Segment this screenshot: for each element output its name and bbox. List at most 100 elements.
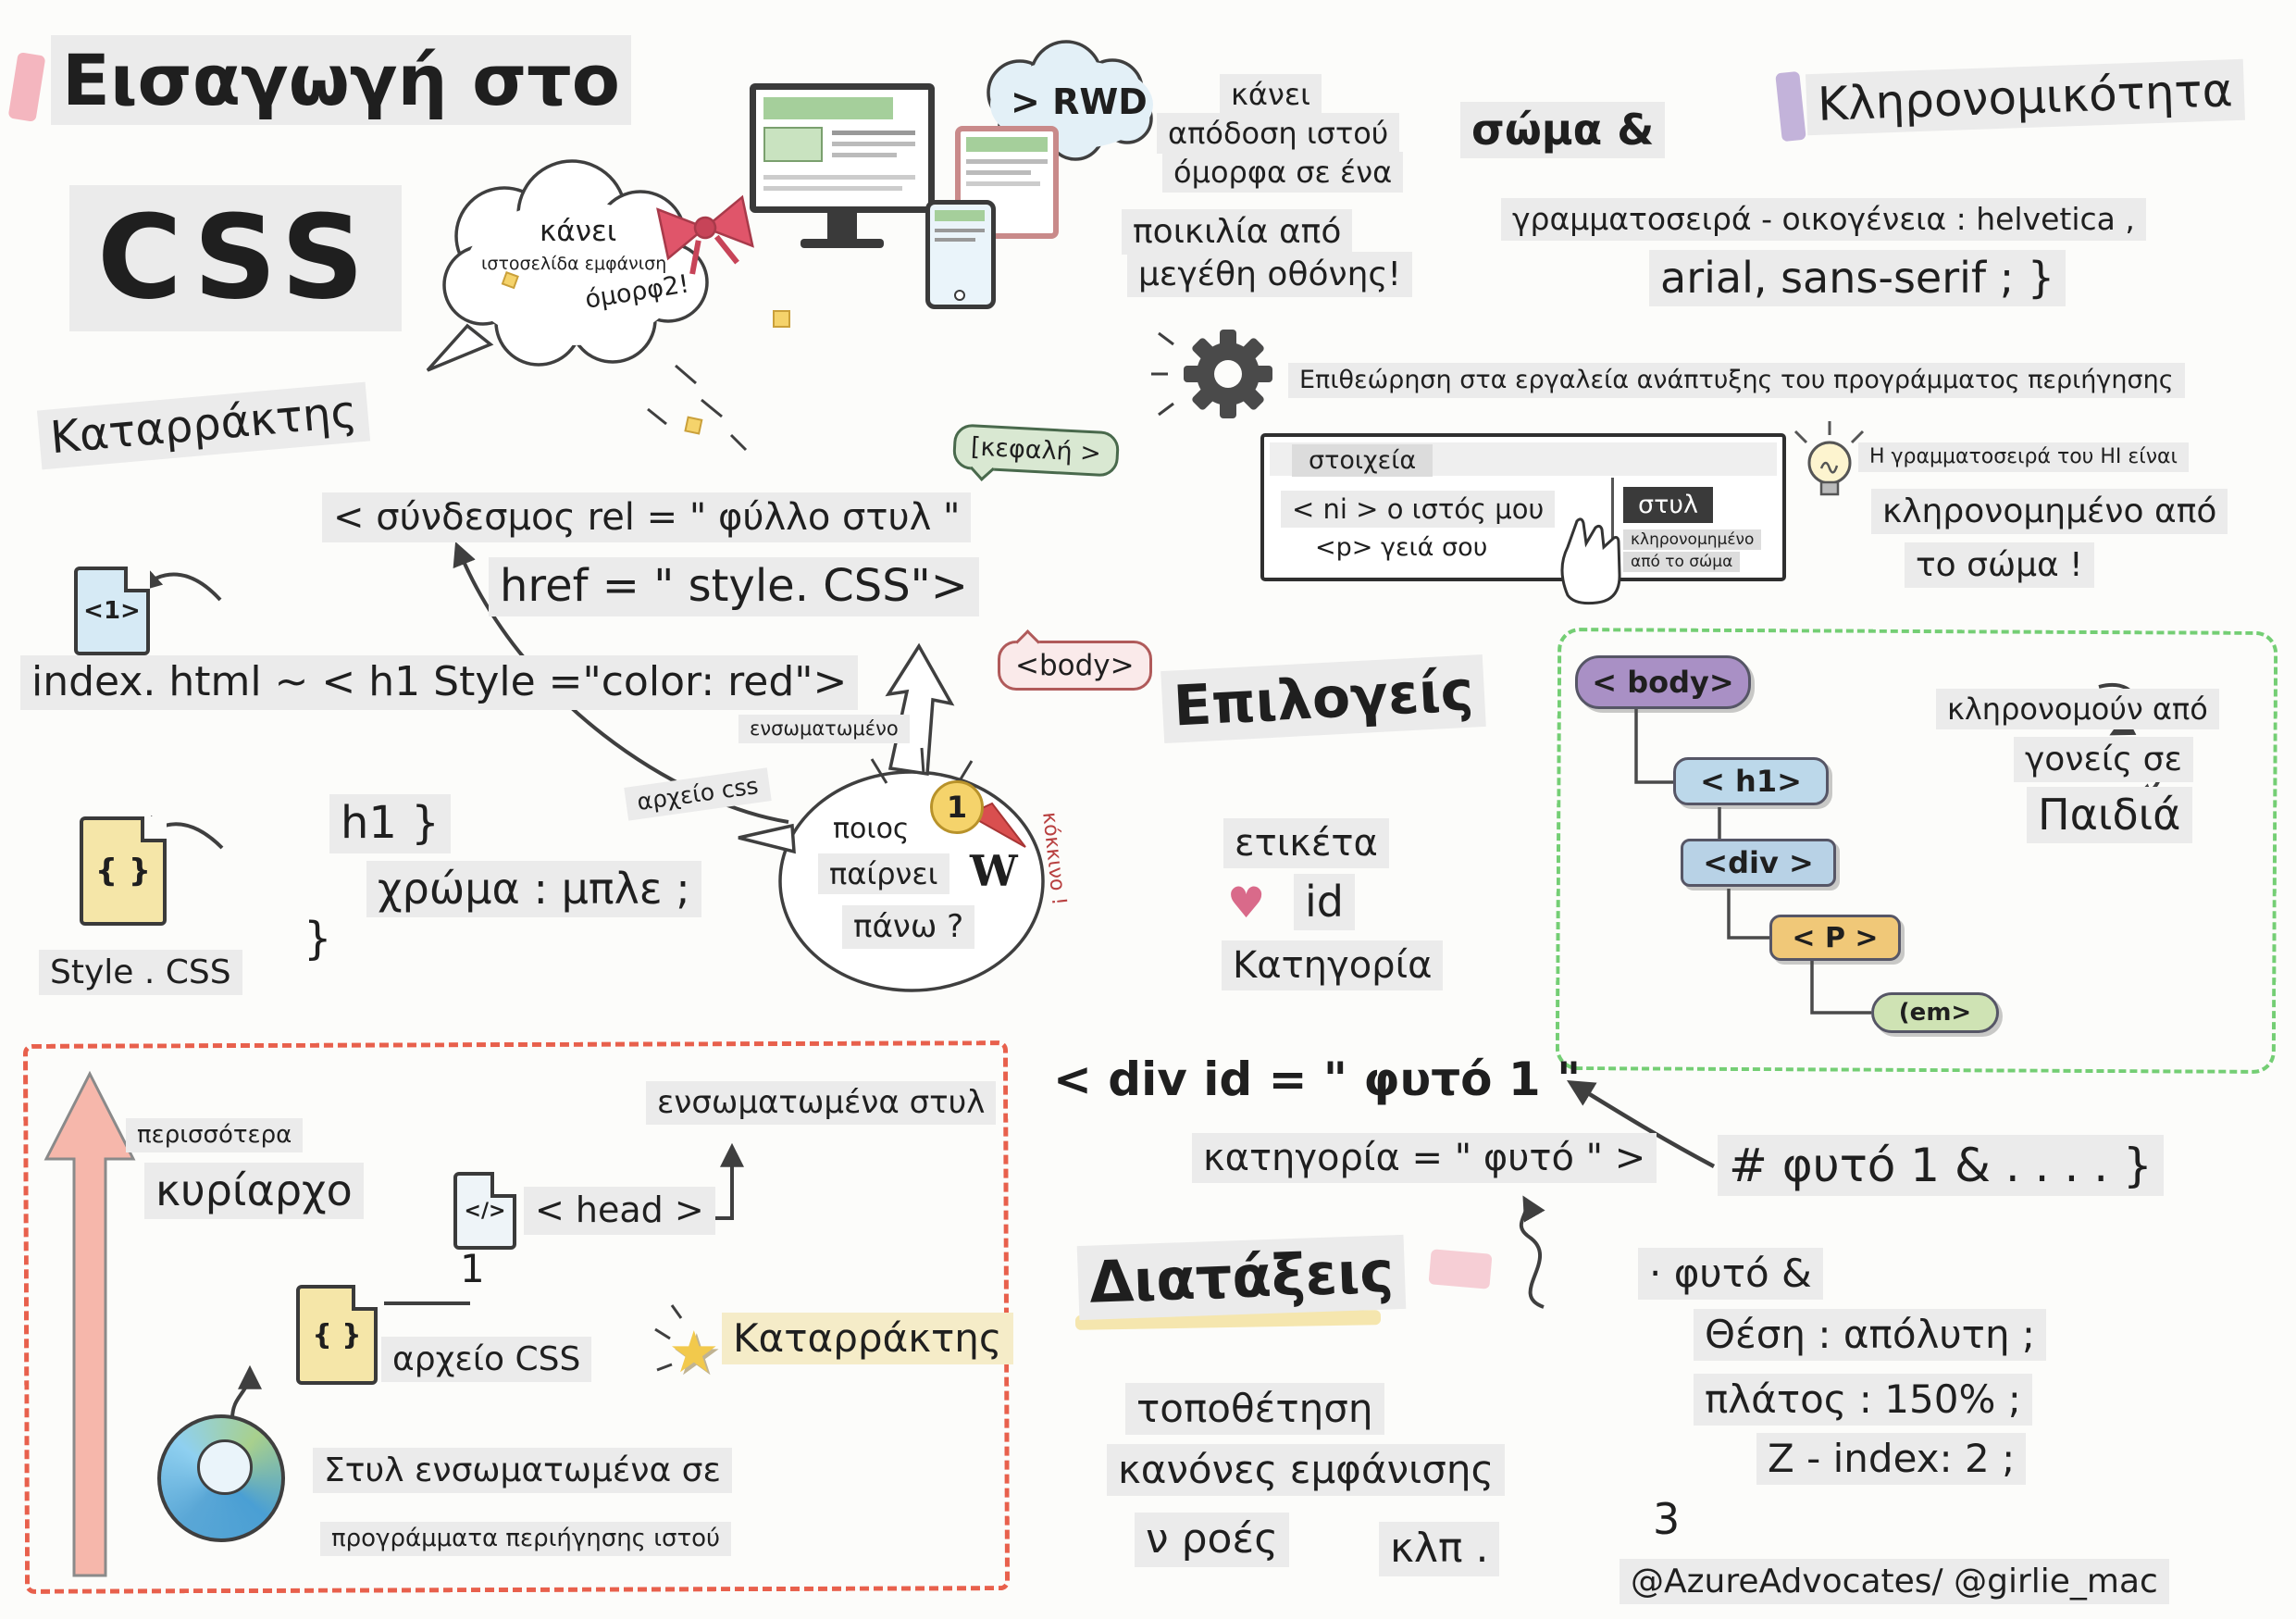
tree-node-div-label: <div > bbox=[1703, 845, 1814, 880]
priority-browser-line1: Στυλ ενσωματωμένα σε bbox=[313, 1448, 732, 1494]
tree-note3: Παιδιά bbox=[2027, 787, 2192, 844]
html-file-label: <1> bbox=[83, 597, 141, 625]
devtools-caption: Επιθεώρηση στα εργαλεία ανάπτυξης του πρ… bbox=[1288, 363, 2185, 399]
plant-div-line: < div id = " φυτό 1 " bbox=[1053, 1052, 1582, 1106]
sparkle-lines bbox=[870, 747, 974, 784]
tree-node-h1: < h1> bbox=[1673, 757, 1829, 805]
spark-square-2 bbox=[773, 310, 790, 328]
devtools-tab-elements: στοιχεία bbox=[1292, 444, 1433, 477]
priority-more: περισσότερα bbox=[126, 1118, 304, 1153]
inherited-line1: κληρονομημένο από bbox=[1871, 489, 2228, 535]
tree-node-p-label: < P > bbox=[1792, 921, 1879, 954]
index-html-line: index. html ~ < h1 Style ="color: red"> bbox=[20, 655, 859, 710]
rwd-label: > RWD bbox=[1011, 81, 1148, 122]
rules-line4: Z - index: 2 ; bbox=[1756, 1433, 2027, 1486]
devtools-note-line1: κληρονομημένο bbox=[1623, 529, 1762, 550]
page-title-css: CSS bbox=[69, 185, 402, 331]
layouts-item2: κανόνες εμφάνισης bbox=[1107, 1444, 1506, 1497]
tree-node-em: (em> bbox=[1871, 992, 1999, 1033]
rules-line2: Θέση : απόλυτη ; bbox=[1694, 1309, 2047, 1362]
devtools-divider bbox=[1611, 478, 1614, 578]
rwd-desc-5: μεγέθη οθόνης! bbox=[1127, 252, 1412, 298]
plant-selector-line: # φυτό 1 & . . . . } bbox=[1718, 1135, 2164, 1196]
tree-node-body-label: < body> bbox=[1592, 665, 1734, 700]
pretty-cloud-line1: κάνει bbox=[540, 215, 617, 248]
page-title-line1: Εισαγωγή στο bbox=[51, 35, 631, 126]
tree-node-p: < P > bbox=[1769, 915, 1901, 961]
priority-css-file: αρχείο CSS bbox=[381, 1337, 592, 1383]
selectors-class: Κατηγορία bbox=[1222, 940, 1444, 990]
head-bubble-label: [κεφαλή > bbox=[970, 432, 1102, 468]
tree-node-h1-label: < h1> bbox=[1700, 764, 1802, 799]
sheet-close-brace: } bbox=[304, 913, 332, 965]
priority-arrow-icon bbox=[43, 1070, 136, 1577]
bulb-note: Η γραμματοσειρά του HI είναι bbox=[1858, 442, 2189, 473]
spark-lines bbox=[647, 364, 748, 452]
tree-node-body: < body> bbox=[1575, 655, 1751, 709]
priority-dominant: κυρίαρχο bbox=[144, 1163, 364, 1220]
arrow-to-html-file bbox=[137, 567, 222, 602]
layouts-item3: ν ροές bbox=[1135, 1513, 1290, 1567]
hand-cursor-icon bbox=[1560, 517, 1621, 605]
lightbulb-icon bbox=[1793, 421, 1865, 496]
layouts-item4: κλπ . bbox=[1379, 1522, 1500, 1576]
selectors-id: id bbox=[1294, 874, 1355, 931]
gear-sparks bbox=[1151, 331, 1174, 417]
plant-class-line: κατηγορία = " φυτό " > bbox=[1192, 1133, 1657, 1183]
rules-line3: πλάτος : 150% ; bbox=[1694, 1374, 2032, 1426]
devtools-row-hi: < ni > ο ιστός μου bbox=[1281, 491, 1556, 528]
arrow-selector-to-div bbox=[1567, 1079, 1716, 1168]
html-file-icon: <1> bbox=[74, 567, 150, 655]
rwd-desc-2: απόδοση ιστού bbox=[1157, 113, 1400, 155]
layouts-item1: τοποθέτηση bbox=[1125, 1383, 1384, 1436]
star-icon: ★ bbox=[668, 1318, 720, 1386]
priority-browser-line2: προγράμματα περιήγησης ιστού bbox=[320, 1522, 732, 1557]
priority-one: 1 bbox=[460, 1246, 485, 1291]
devtools-panel: στοιχεία < ni > ο ιστός μου <p> γειά σου… bbox=[1260, 433, 1786, 581]
font-family-line1: γραμματοσειρά - οικογένεια : helvetica , bbox=[1501, 198, 2146, 241]
spark-square-1 bbox=[684, 416, 703, 435]
medal-icon: 1 bbox=[930, 780, 984, 834]
footer-credit: @AzureAdvocates/ @girlie_mac bbox=[1620, 1559, 2169, 1605]
rwd-desc-4: ποικιλία από bbox=[1122, 209, 1353, 255]
arrow-globe-to-file bbox=[230, 1364, 262, 1420]
phone-icon bbox=[925, 200, 996, 309]
squiggle-arrow bbox=[1519, 1195, 1545, 1309]
rules-line5: 3 bbox=[1653, 1494, 1681, 1544]
selectors-tag: ετικέτα bbox=[1223, 818, 1389, 868]
body-speech-bubble: <body> bbox=[998, 641, 1152, 691]
medal-number: 1 bbox=[946, 790, 968, 825]
arrow-cloud-to-link bbox=[453, 542, 789, 824]
tree-note2: γονείς σε bbox=[2014, 737, 2193, 783]
inherited-line2: το σώμα ! bbox=[1905, 542, 2094, 589]
priority-head: < head > bbox=[524, 1187, 715, 1235]
rwd-desc-3: όμορφα σε ένα bbox=[1162, 152, 1404, 193]
head-file-icon: </> bbox=[453, 1172, 516, 1250]
priority-inline-styles: ενσωματωμένα στυλ bbox=[646, 1081, 997, 1125]
css-file-icon: { } bbox=[80, 816, 167, 926]
tree-node-div: <div > bbox=[1681, 839, 1836, 887]
sheet-h1: h1 } bbox=[329, 794, 451, 853]
who-line3: πάνω ? bbox=[842, 905, 975, 949]
spark-square-3 bbox=[501, 271, 519, 290]
css-file-braces-2: { } bbox=[312, 1318, 362, 1351]
bow-icon bbox=[656, 194, 754, 275]
devtools-row-p: <p> γειά σου bbox=[1315, 533, 1488, 562]
inline-label: ενσωματωμένο bbox=[738, 715, 910, 744]
head-speech-bubble: [κεφαλή > bbox=[951, 423, 1121, 478]
head-file-label: </> bbox=[464, 1199, 506, 1223]
priority-cascade: Καταρράκτης bbox=[722, 1313, 1013, 1365]
gear-icon bbox=[1184, 330, 1272, 418]
browser-icon bbox=[157, 1414, 285, 1542]
who-line2: παίρνει bbox=[818, 853, 949, 895]
inline-style-arrow-icon bbox=[885, 642, 955, 777]
sheet-filename: Style . CSS bbox=[39, 950, 242, 996]
layouts-title: Διατάξεις bbox=[1076, 1234, 1407, 1321]
body-amp-label: σώμα & bbox=[1460, 102, 1666, 159]
tree-connectors bbox=[1634, 709, 1871, 1015]
monitor-icon bbox=[750, 83, 935, 255]
tree-note1: κληρονομούν από bbox=[1936, 689, 2219, 730]
link-rel-line: < σύνδεσμος rel = " φύλλο στυλ " bbox=[322, 492, 972, 542]
link-href-line: href = " style. CSS"> bbox=[489, 557, 979, 616]
